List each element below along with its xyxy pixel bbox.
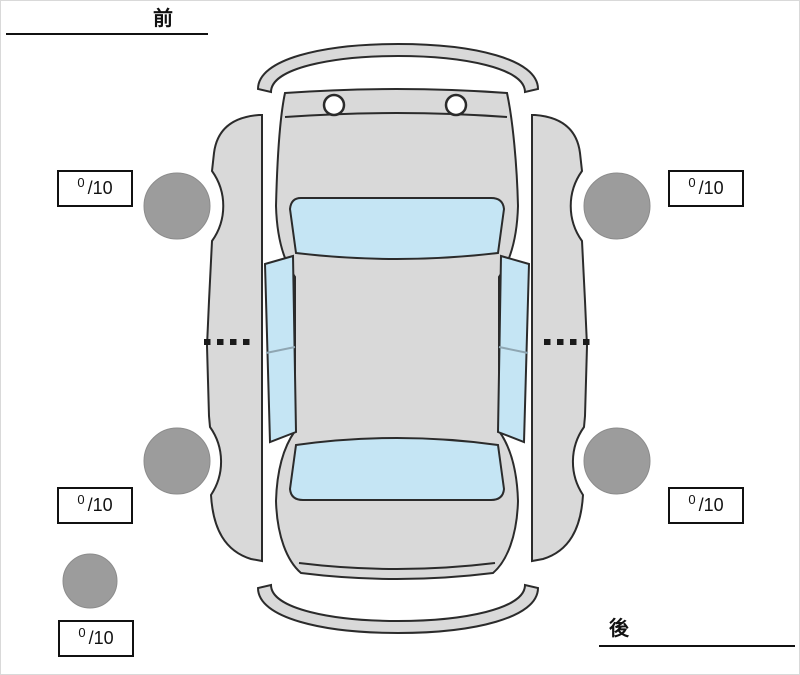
tread-value: 0: [688, 175, 696, 190]
tread-value: 0: [77, 175, 85, 190]
tread-score-spare: 0 /10: [58, 620, 134, 657]
tread-score-front-right: 0 /10: [668, 170, 744, 207]
spare-tire: [62, 553, 118, 609]
tire-rear-right: [583, 427, 651, 495]
front-underline: [6, 33, 208, 35]
rear-underline: [599, 645, 795, 647]
tread-max: /10: [698, 178, 724, 198]
tread-max: /10: [698, 495, 724, 515]
tread-max: /10: [87, 178, 113, 198]
left-door-glass-divider: [265, 346, 296, 354]
right-door-glass-divider: [498, 346, 529, 354]
front-label: 前: [153, 8, 174, 30]
tread-value: 0: [77, 492, 85, 507]
rear-bumper: [256, 583, 540, 635]
tread-score-rear-right: 0 /10: [668, 487, 744, 524]
tread-score-front-left: 0 /10: [57, 170, 133, 207]
tread-max: /10: [87, 495, 113, 515]
rear-label: 後: [609, 618, 630, 640]
rear-window-glass: [288, 437, 506, 501]
tread-value: 0: [688, 492, 696, 507]
cowl-line: [284, 112, 508, 118]
cowl-circle-left: [322, 93, 346, 117]
car-body: [274, 88, 520, 580]
tread-value: 0: [78, 625, 86, 640]
tire-rear-left: [143, 427, 211, 495]
tread-max: /10: [88, 628, 114, 648]
left-side-panel: [205, 114, 263, 563]
tire-front-left: [143, 172, 211, 240]
trunk-line: [298, 562, 496, 570]
front-bumper: [256, 42, 540, 94]
tread-score-rear-left: 0 /10: [57, 487, 133, 524]
right-side-panel: [531, 114, 589, 563]
cowl-circle-right: [444, 93, 468, 117]
tire-front-right: [583, 172, 651, 240]
windshield-glass: [288, 197, 506, 260]
